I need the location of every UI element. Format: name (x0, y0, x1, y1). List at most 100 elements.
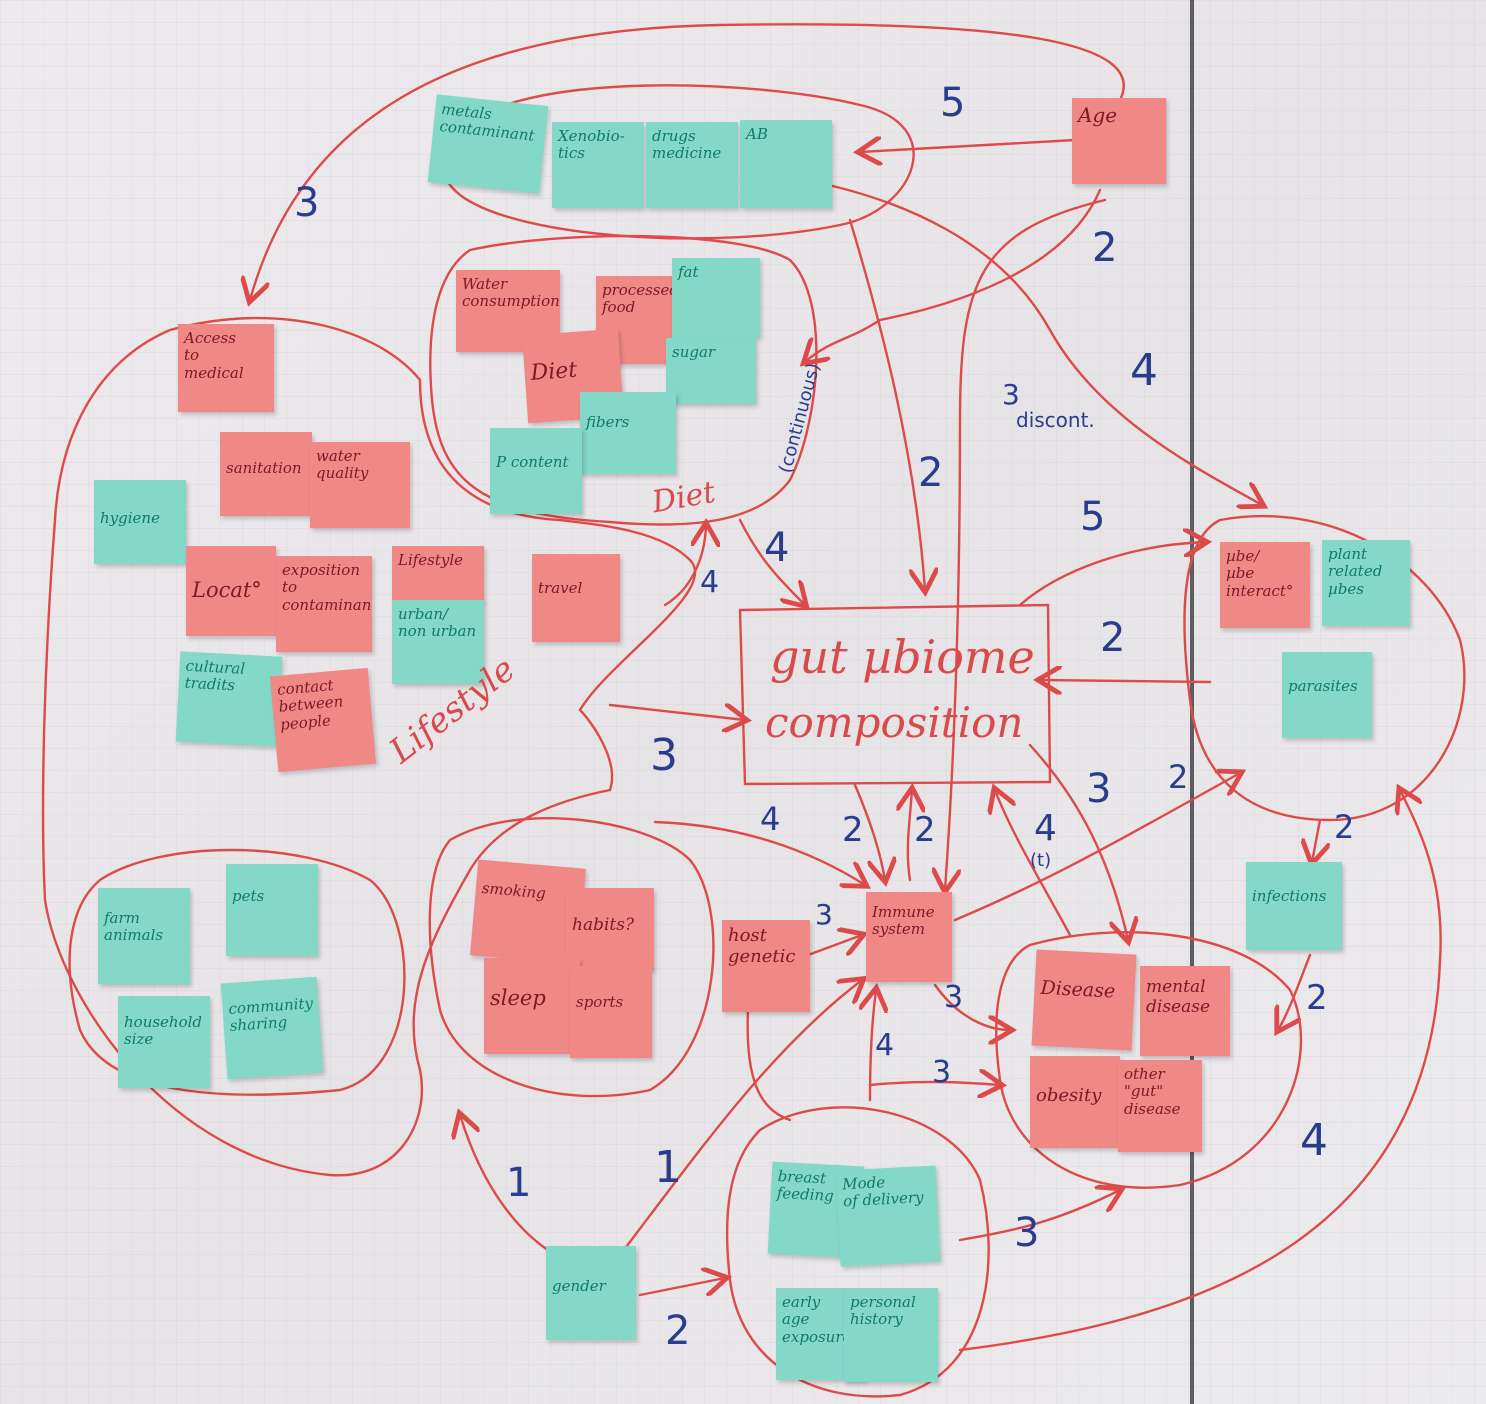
weight-3-discont: 3 (1002, 378, 1020, 411)
note-cultural: cultural tradits (175, 651, 283, 747)
weight-2-gut-micro: 2 (1168, 758, 1189, 796)
weight-5-mid: 5 (1080, 494, 1106, 540)
arrow-microbe-gut (1040, 680, 1212, 682)
note-sanitation: sanitation (220, 432, 312, 516)
weight-3-lifestyle: 3 (650, 730, 678, 781)
arrow-gender-immune (618, 980, 862, 1257)
note-personal-history: personal history (844, 1288, 938, 1382)
arrow-early-disease (868, 1082, 1000, 1085)
note-other-gut-disease: other "gut" disease (1118, 1060, 1202, 1152)
note-sports: sports (570, 966, 652, 1058)
arrow-age-immune (945, 198, 1107, 890)
arrow-lifestyle-immune (653, 820, 865, 885)
arrow-immune-disease (933, 983, 1010, 1030)
note-fibers: fibers (580, 392, 676, 474)
note-location: Locat° (186, 546, 276, 636)
arrow-host-early (746, 1008, 792, 1122)
note-community: community sharing (220, 976, 324, 1080)
note-processed-food: processed food (596, 276, 672, 364)
note-hygiene: hygiene (94, 480, 186, 564)
arrow-xeno-gut (848, 218, 925, 590)
note-drugs: drugs medicine (646, 122, 738, 208)
note-age: Age (1072, 98, 1166, 184)
board-divider (1190, 0, 1194, 1404)
note-ab: AB (740, 120, 832, 208)
arrow-microbe-infect (1312, 818, 1320, 862)
weight-1-left: 1 (506, 1160, 532, 1206)
weight-4-diet: 4 (764, 525, 790, 571)
note-obesity: obesity (1030, 1056, 1120, 1148)
note-water-quality: water quality (310, 442, 410, 528)
note-access-medical: Access to medical (178, 324, 274, 412)
note-contact: contact between people (270, 667, 376, 773)
weight-2-infect-disease: 2 (1306, 978, 1328, 1018)
arrow-diet-gut (738, 518, 805, 605)
arrow-disease-gut (995, 790, 1072, 937)
note-microbe-interact: µbe/ µbe interact° (1220, 542, 1310, 628)
weight-4-right-bottom: 4 (1300, 1115, 1328, 1166)
t-label: (t) (1030, 850, 1052, 871)
note-gender: gender (546, 1246, 636, 1340)
arrow-early-immune (870, 990, 876, 1102)
weight-3-gut-disease: 3 (1086, 766, 1112, 812)
weight-4-right: 4 (1130, 345, 1158, 396)
weight-3-left: 3 (294, 180, 320, 226)
arrow-age-xeno (860, 140, 1077, 152)
weight-2-age: 2 (1092, 225, 1118, 271)
arrow-gut-immune (853, 783, 885, 880)
arrow-gender-early (638, 1278, 725, 1295)
arrow-immune-gut (908, 790, 912, 882)
note-urban: urban/ non urban (392, 600, 484, 684)
weight-3-immune-disease: 3 (944, 980, 964, 1015)
arrow-lifestyle-gut (608, 705, 745, 720)
note-lifestyle: Lifestyle (392, 546, 484, 602)
discontinuous-label: discont. (1016, 408, 1095, 432)
arrow-immune-microbe (953, 773, 1240, 922)
note-farm-animals: farm animals (98, 888, 190, 984)
arrow-lifestyle-diet (663, 525, 706, 607)
arrow-infect-disease (1278, 953, 1312, 1030)
note-infections: infections (1246, 862, 1342, 950)
note-habits: habits? (566, 888, 654, 970)
weight-4-bottom: 4 (875, 1028, 895, 1063)
arrow-ab-microbe (813, 180, 1262, 505)
arrow-bottom-disease (958, 1190, 1120, 1242)
arrow-top-loop (250, 23, 1125, 300)
weight-1-mid: 1 (654, 1142, 682, 1193)
note-mental-disease: mental disease (1140, 966, 1230, 1056)
weight-2-microbe: 2 (1100, 615, 1126, 661)
weight-4-lifestyle: 4 (700, 565, 720, 600)
note-plant-related: plant related µbes (1322, 540, 1410, 626)
arrow-bottom-microbe (958, 790, 1442, 1352)
note-disease: Disease (1031, 949, 1137, 1051)
note-household: household size (118, 996, 210, 1088)
early-life-group-outline (725, 1106, 990, 1398)
note-exposition: exposition to contaminants (276, 556, 372, 652)
arrow-host-immune (806, 935, 862, 957)
gut-composition-title-line1: gut µbiome (770, 630, 1035, 684)
weight-4-t: 4 (1034, 808, 1057, 849)
household-group-outline (68, 848, 406, 1096)
note-parasites: parasites (1282, 652, 1372, 738)
weight-3-bottom: 3 (932, 1055, 952, 1090)
note-host-genetic: host genetic (722, 920, 810, 1012)
note-metals: metals contaminant (427, 94, 549, 194)
arrow-age-diet (805, 188, 1102, 362)
diet-group-outline (429, 234, 818, 526)
note-pets: pets (226, 864, 318, 956)
disease-group-outline (995, 931, 1303, 1189)
weight-4-immune: 4 (760, 800, 781, 838)
gut-composition-title-line2: composition (765, 698, 1024, 747)
note-mode-delivery: Mode of delivery (835, 1165, 941, 1267)
note-travel: travel (532, 554, 620, 642)
weight-3-early: 3 (1014, 1210, 1040, 1256)
note-fat: fat (672, 258, 760, 338)
habits-group-outline (428, 817, 715, 1098)
weight-2-gender: 2 (665, 1308, 691, 1354)
weight-2-immune-a: 2 (842, 810, 864, 850)
note-sleep: sleep (484, 958, 580, 1054)
note-pcontent: P content (490, 428, 582, 514)
note-immune-system: Immune system (866, 892, 952, 982)
weight-5-top: 5 (940, 80, 966, 126)
